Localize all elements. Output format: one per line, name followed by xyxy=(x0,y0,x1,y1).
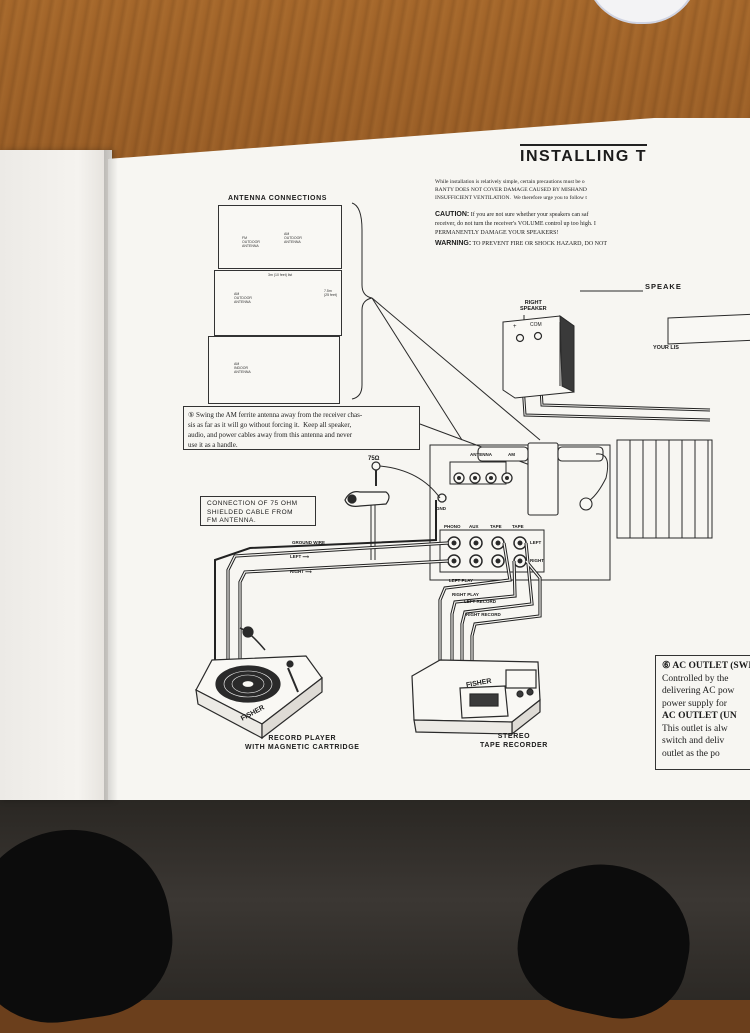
tape-recorder-caption: STEREO TAPE RECORDER xyxy=(480,733,548,749)
note5-line: sis as far as it will go without forcing… xyxy=(188,421,352,429)
antenna-panel-long-wire xyxy=(214,270,342,336)
left-play-label: LEFT PLAY xyxy=(449,578,474,583)
antenna-leader-line xyxy=(371,297,463,441)
spine-shadow xyxy=(104,150,118,800)
right-play-label: RIGHT PLAY xyxy=(452,592,479,597)
connection-diagram xyxy=(195,202,750,740)
caution-label: CAUTION: xyxy=(435,211,470,218)
intro-line: RANTY DOES NOT COVER DAMAGE CAUSED BY MI… xyxy=(435,187,587,193)
note5-line: Swing the AM ferrite antenna away from t… xyxy=(196,411,363,419)
intro-paragraph: While installation is relatively simple,… xyxy=(435,178,587,202)
tape-jack-label: TAPE xyxy=(490,524,502,529)
antenna-bracket xyxy=(351,202,373,400)
75-ohm-label: 75Ω xyxy=(368,456,380,462)
ac-outlet-line: power supply for xyxy=(662,698,727,709)
ac-outlet-line: switch and deliv xyxy=(662,736,725,746)
gnd-terminal-label: GND xyxy=(436,506,446,511)
am-terminal-label: AM xyxy=(508,452,515,457)
page-title: INSTALLING T xyxy=(520,144,648,166)
antenna-terminal-label: ANTENNA xyxy=(470,452,492,457)
intro-line: INSUFFICIENT VENTILATION. We therefore u… xyxy=(435,195,587,201)
note-ferrite-antenna: ⑤ Swing the AM ferrite antenna away from… xyxy=(183,406,420,450)
right-channel-label: RIGHT xyxy=(530,558,544,563)
fm-outdoor-label: FM OUTDOOR ANTENNA xyxy=(242,236,260,248)
ac-outlet-line: AC OUTLET (UN xyxy=(662,711,737,721)
heat-sink xyxy=(616,439,713,539)
ac-outlet-line: delivering AC pow xyxy=(662,686,735,696)
left-channel-label: LEFT xyxy=(530,540,542,545)
tape-jack-label-2: TAPE xyxy=(512,524,524,529)
caution-line: PERMANENTLY DAMAGE YOUR SPEAKERS! xyxy=(435,230,559,236)
right-speaker-label: RIGHT SPEAKER xyxy=(520,300,547,312)
antenna-leader-line-2 xyxy=(371,297,541,441)
record-player-caption: RECORD PLAYER WITH MAGNETIC CARTRIDGE xyxy=(245,735,360,751)
note5-line: audio, and power cables away from this a… xyxy=(188,431,353,439)
receiver-rear-panel xyxy=(429,444,611,581)
phono-jack-label: PHONO xyxy=(444,524,461,529)
antenna-connections-title: ANTENNA CONNECTIONS xyxy=(228,195,328,202)
caution-line: receiver, do not turn the receiver's VOL… xyxy=(435,221,596,227)
antenna-panel-outdoor xyxy=(218,205,342,269)
ac-outlet-note: ⑥ AC OUTLET (SWI Controlled by the deliv… xyxy=(655,655,750,770)
ac-outlet-line: outlet as the po xyxy=(662,748,720,759)
warning-text: TO PREVENT FIRE OR SHOCK HAZARD, DO NOT xyxy=(471,241,608,247)
caution-paragraph: CAUTION: If you are not sure whether you… xyxy=(435,210,596,238)
right-record-label: RIGHT RECORD xyxy=(466,612,501,617)
note5-line: use it as a handle. xyxy=(188,441,238,449)
aux-jack-label: AUX xyxy=(469,524,479,529)
warning-paragraph: WARNING: TO PREVENT FIRE OR SHOCK HAZARD… xyxy=(435,240,607,247)
am-indoor-label: AM INDOOR ANTENNA xyxy=(234,362,251,374)
plus-terminal-label: + xyxy=(513,324,517,330)
ac-outlet-line: This outlet is alw xyxy=(662,723,728,734)
left-record-label: LEFT RECORD xyxy=(464,599,496,604)
caution-line: If you are not sure whether your speaker… xyxy=(469,212,589,218)
wire-length-label: 3m (10 feet) list xyxy=(268,273,293,277)
am-outdoor-label-2: AM OUTDOOR ANTENNA xyxy=(234,292,252,304)
antenna-panel-indoor xyxy=(208,336,340,404)
am-outdoor-label: AM OUTDOOR ANTENNA xyxy=(284,232,302,244)
left-page xyxy=(0,150,112,800)
ac-outlet-line: Controlled by the xyxy=(662,673,729,684)
connection-75-ohm-note: CONNECTION OF 75 OHM SHIELDED CABLE FROM… xyxy=(200,496,316,526)
ac-outlet-line: ⑥ AC OUTLET (SWI xyxy=(662,661,750,671)
intro-line: While installation is relatively simple,… xyxy=(435,179,585,185)
note5-number: ⑤ xyxy=(188,411,195,419)
ground-wire-label: GROUND WIRE xyxy=(292,540,325,545)
your-listening-label: YOUR LIS xyxy=(653,345,679,351)
warning-label: WARNING: xyxy=(435,240,472,247)
speakers-header: SPEAKE xyxy=(645,282,682,291)
com-terminal-label: COM xyxy=(530,322,542,328)
left-cable-label: LEFT ⟶ xyxy=(290,554,309,559)
right-cable-label: RIGHT ⟶ xyxy=(290,569,312,574)
wire-height-label: 7.5m (25 feet) xyxy=(324,289,338,297)
ferrite-antenna xyxy=(527,442,559,516)
